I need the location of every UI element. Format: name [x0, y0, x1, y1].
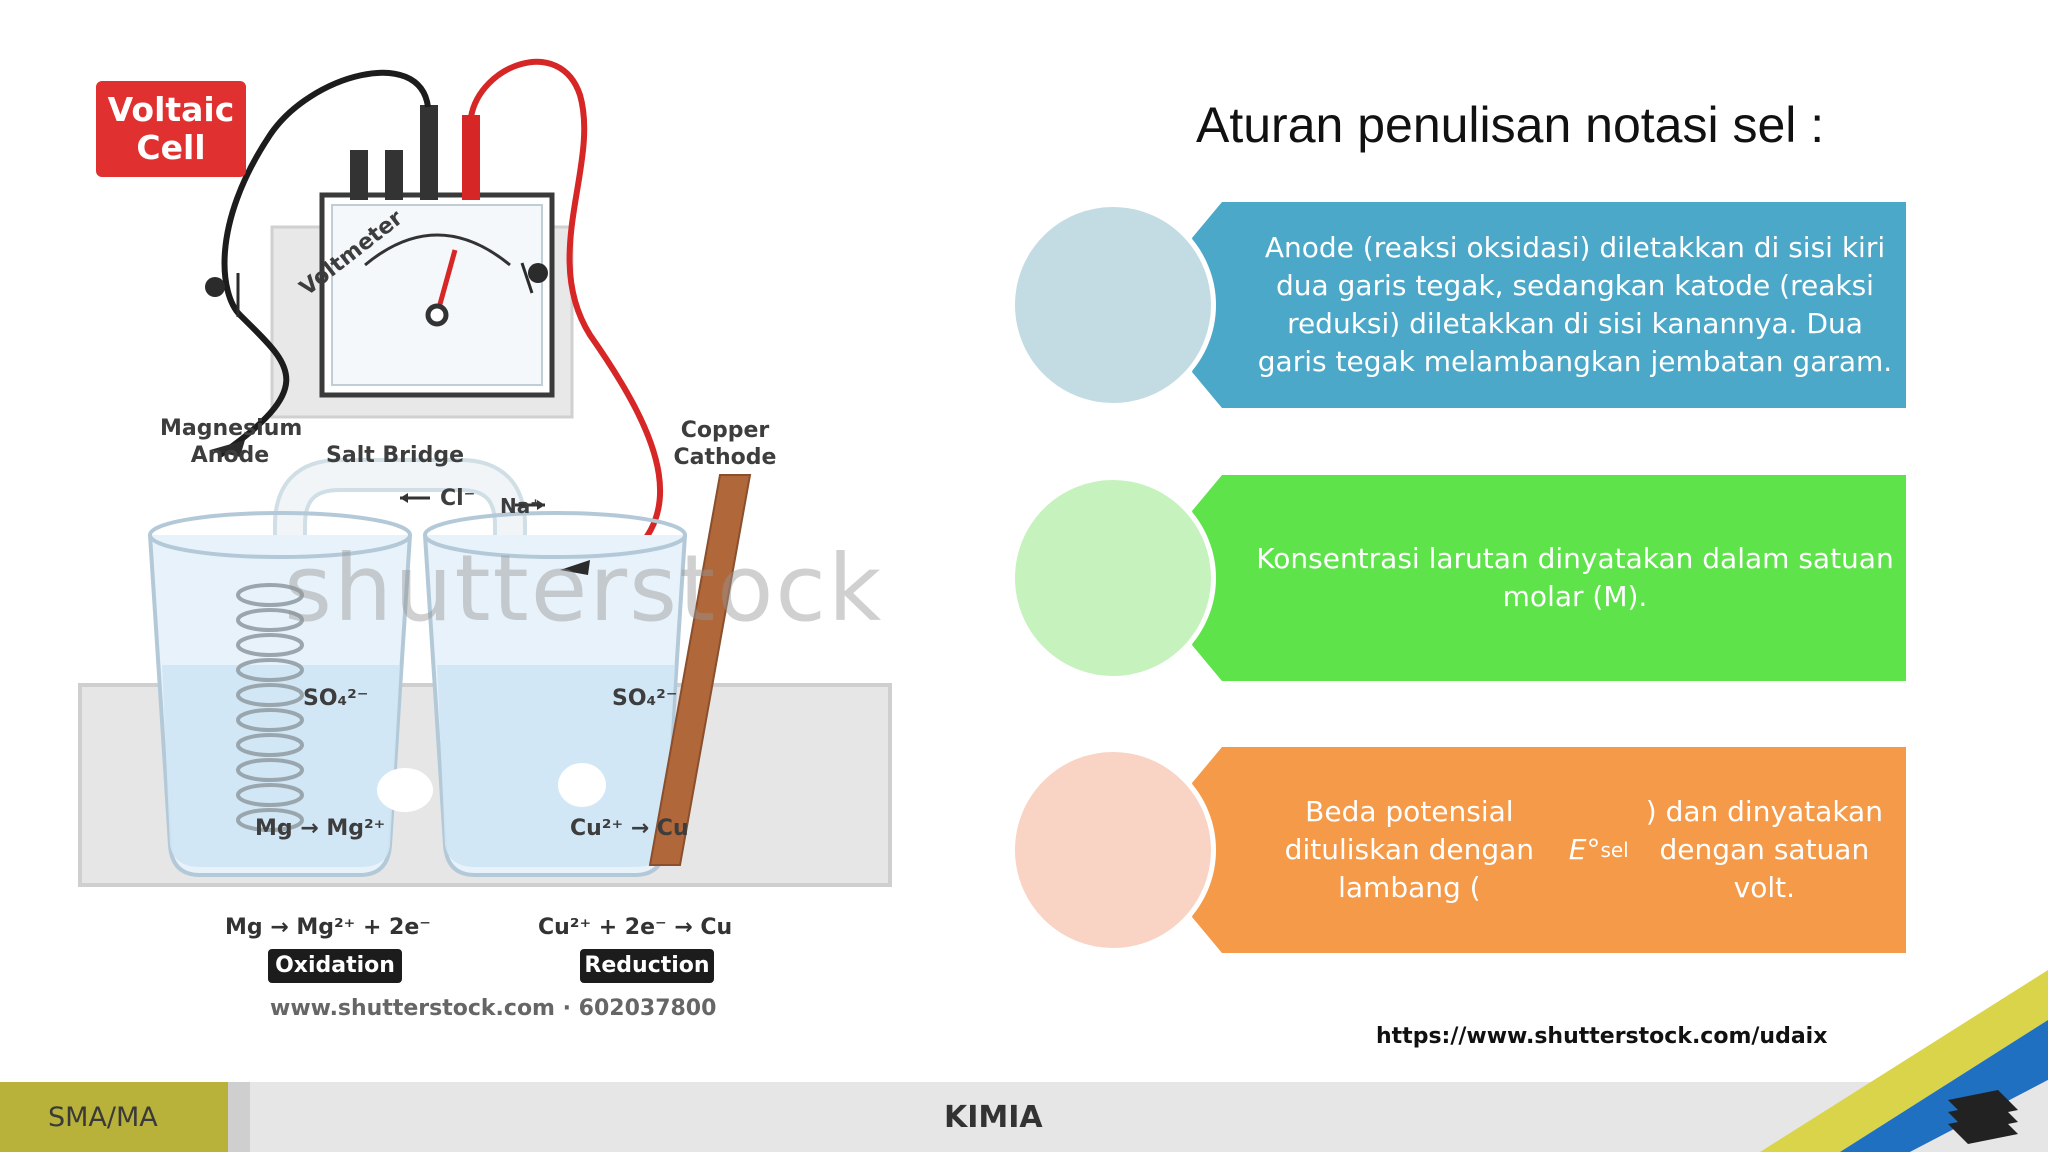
source-url: https://www.shutterstock.com/udaix	[1376, 1024, 1828, 1049]
rule-card-3-text-after: ) dan dinyatakan dengan satuan volt.	[1645, 795, 1883, 904]
salt-bridge-label: Salt Bridge	[326, 443, 464, 468]
slide-title: Aturan penulisan notasi sel :	[1196, 97, 1825, 153]
oxidation-tag: Oxidation	[268, 949, 402, 983]
watermark: shutterstock	[284, 535, 884, 642]
cathode-line-1: Copper	[680, 418, 770, 443]
rule-card-1-band	[1192, 202, 1906, 408]
rule-card-1-circle	[1010, 202, 1216, 408]
footer-stripe	[228, 1082, 250, 1152]
footer-level-block: SMA/MA	[0, 1082, 228, 1152]
logo-icon	[1948, 1090, 2018, 1144]
badge-line-1: Voltaic	[107, 90, 235, 129]
rule-card-1: Anode (reaksi oksidasi) diletakkan di si…	[1010, 202, 1906, 408]
beaker-left-reaction: Mg → Mg²⁺	[255, 816, 386, 841]
rule-card-2-circle	[1010, 475, 1216, 681]
footer-level-label: SMA/MA	[48, 1102, 158, 1133]
rule-card-3-circle	[1010, 747, 1216, 953]
rule-card-2-text: Konsentrasi larutan dinyatakan dalam sat…	[1256, 542, 1894, 613]
rule-card-3: Beda potensial dituliskan dengan lambang…	[1010, 747, 1906, 953]
reduction-tag: Reduction	[580, 949, 714, 983]
copper-cathode-label: Copper Cathode	[660, 417, 790, 471]
anode-line-1: Magnesium	[160, 416, 303, 441]
rule-card-2: Konsentrasi larutan dinyatakan dalam sat…	[1010, 475, 1906, 681]
footer-bar: SMA/MA KIMIA	[0, 1082, 2048, 1152]
badge-line-2: Cell	[136, 128, 206, 167]
rule-card-3-band	[1192, 747, 1906, 953]
oxidation-half-reaction: Mg → Mg²⁺ + 2e⁻	[225, 915, 431, 940]
voltaic-cell-illustration	[78, 58, 892, 887]
cathode-line-2: Cathode	[673, 445, 777, 470]
voltaic-cell-badge: Voltaic Cell	[96, 81, 246, 177]
rule-card-3-text-before: Beda potensial dituliskan dengan lambang…	[1284, 795, 1535, 904]
corner-decoration	[1760, 970, 2048, 1152]
chloride-ion-label: Cl⁻	[440, 486, 476, 511]
beaker-right-reaction: Cu²⁺ → Cu	[570, 816, 689, 841]
sodium-ion-label: Na⁺	[500, 494, 541, 518]
rule-card-3-subscript: sel	[1600, 838, 1629, 862]
sulfate-right-label: SO₄²⁻	[612, 686, 678, 711]
anode-line-2: Anode	[190, 443, 270, 468]
footer-subject-label: KIMIA	[944, 1100, 1043, 1135]
rule-card-3-text: Beda potensial dituliskan dengan lambang…	[1250, 747, 1900, 953]
rule-card-2-band	[1192, 475, 1906, 681]
rule-card-3-degree: °	[1586, 833, 1601, 866]
reduction-half-reaction: Cu²⁺ + 2e⁻ → Cu	[538, 915, 733, 940]
image-credit: www.shutterstock.com · 602037800	[270, 996, 717, 1021]
magnesium-anode-label: Magnesium Anode	[160, 415, 303, 469]
sulfate-left-label: SO₄²⁻	[303, 686, 369, 711]
voltaic-cell-diagram: Voltaic Cell Voltmeter e- Magnesium Anod…	[60, 55, 940, 1035]
rule-card-3-symbol: E	[1568, 833, 1587, 866]
rule-card-1-text: Anode (reaksi oksidasi) diletakkan di si…	[1257, 231, 1893, 378]
